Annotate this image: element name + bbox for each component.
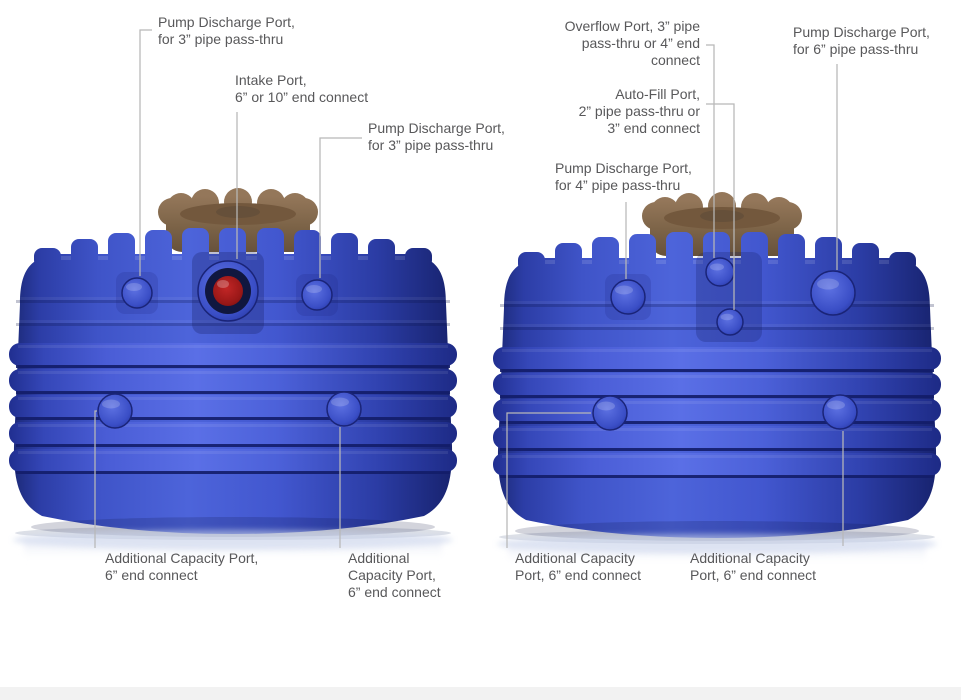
label-line: Capacity Port,	[348, 567, 436, 583]
floor-strip	[0, 687, 961, 700]
label-additional-capacity-port-left-2: Additional Capacity Port, 6” end connect	[515, 550, 641, 584]
label-line: Additional Capacity	[515, 550, 635, 566]
pump-discharge-port-3in-left	[116, 272, 158, 314]
label-line: 3” end connect	[607, 120, 700, 136]
label-line: for 6” pipe pass-thru	[793, 41, 919, 57]
label-additional-capacity-port-right: Additional Capacity Port, 6” end connect	[348, 550, 441, 601]
label-line: for 3” pipe pass-thru	[368, 137, 494, 153]
intake-port	[197, 260, 259, 322]
tank-right	[493, 192, 941, 566]
label-pump-discharge-port-6in: Pump Discharge Port, for 6” pipe pass-th…	[793, 24, 930, 58]
label-line: connect	[650, 52, 700, 68]
callout-line-pump-discharge-right	[319, 137, 362, 278]
callout-line-additional-left-2	[506, 412, 591, 548]
label-line: Additional Capacity	[690, 550, 810, 566]
label-line: 2” pipe pass-thru or	[578, 103, 700, 119]
callout-line-additional-left	[94, 410, 97, 548]
label-line: for 4” pipe pass-thru	[555, 177, 681, 193]
label-line: 6” or 10” end connect	[235, 89, 369, 105]
label-line: Port, 6” end connect	[690, 567, 817, 583]
label-line: pass-thru or 4” end	[581, 35, 700, 51]
callout-line-overflow	[706, 44, 715, 258]
label-additional-capacity-port-left: Additional Capacity Port, 6” end connect	[105, 550, 258, 584]
callout-line-pump-discharge-left	[139, 29, 152, 276]
tank-left	[9, 188, 457, 562]
label-auto-fill-port: Auto-Fill Port, 2” pipe pass-thru or 3” …	[579, 86, 700, 137]
additional-capacity-port-left-2	[592, 395, 628, 431]
label-intake-port: Intake Port, 6” or 10” end connect	[235, 72, 368, 106]
label-line: Pump Discharge Port,	[793, 24, 930, 40]
label-line: Overflow Port, 3” pipe	[564, 18, 700, 34]
label-line: Pump Discharge Port,	[368, 120, 505, 136]
label-line: Auto-Fill Port,	[615, 86, 700, 102]
label-line: Additional	[348, 550, 410, 566]
auto-fill-port	[716, 308, 744, 336]
label-pump-discharge-port-right: Pump Discharge Port, for 3” pipe pass-th…	[368, 120, 505, 154]
label-overflow-port: Overflow Port, 3” pipe pass-thru or 4” e…	[565, 18, 700, 69]
label-line: Pump Discharge Port,	[158, 14, 295, 30]
label-line: 6” end connect	[348, 584, 441, 600]
label-line: Additional Capacity Port,	[105, 550, 259, 566]
label-line: Pump Discharge Port,	[555, 160, 692, 176]
additional-capacity-port-left	[97, 393, 133, 429]
label-line: Intake Port,	[235, 72, 307, 88]
label-pump-discharge-port-4in: Pump Discharge Port, for 4” pipe pass-th…	[555, 160, 692, 194]
overflow-port	[705, 257, 735, 287]
pump-discharge-port-4in	[605, 274, 651, 320]
additional-capacity-port-right	[326, 391, 362, 427]
pump-discharge-port-6in	[810, 270, 856, 316]
additional-capacity-port-right-2	[822, 394, 858, 430]
label-additional-capacity-port-right-2: Additional Capacity Port, 6” end connect	[690, 550, 816, 584]
label-line: 6” end connect	[105, 567, 198, 583]
callout-lines	[94, 29, 844, 548]
label-line: Port, 6” end connect	[515, 567, 642, 583]
label-pump-discharge-port-left: Pump Discharge Port, for 3” pipe pass-th…	[158, 14, 295, 48]
pump-discharge-port-3in-right	[296, 274, 338, 316]
callout-line-auto-fill	[706, 103, 735, 310]
label-line: for 3” pipe pass-thru	[158, 31, 284, 47]
